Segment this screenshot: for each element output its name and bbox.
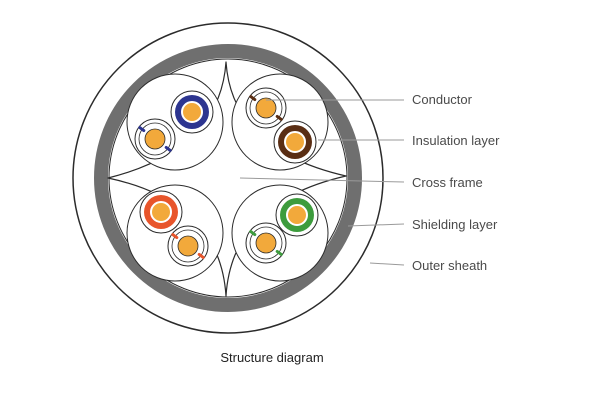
- label-conductor: Conductor: [412, 92, 473, 107]
- pair-green: [231, 184, 329, 282]
- wire-green-white-conductor: [255, 232, 277, 254]
- wire-green-stripe-mark-1: [249, 230, 257, 237]
- wire-blue-stripe-mark-2: [164, 145, 172, 152]
- wire-orange-conductor: [150, 201, 172, 223]
- wire-brown-stripe-mark-1: [249, 95, 257, 102]
- leader-cross-frame: [239, 177, 405, 183]
- wire-green-stripe-mark-2: [275, 249, 283, 256]
- leader-lines: [239, 99, 405, 266]
- diagram-caption: Structure diagram: [220, 350, 323, 365]
- wire-blue-stripe-mark-1: [138, 126, 146, 133]
- wire-brown-stripe-mark-2: [275, 114, 283, 121]
- wire-blue-conductor: [181, 101, 203, 123]
- shielding-layer-ring: [94, 44, 362, 312]
- pair-brown: [231, 73, 329, 171]
- leader-outer-sheath: [369, 262, 405, 266]
- wire-orange-stripe-mark-2: [197, 252, 205, 259]
- label-outer-sheath: Outer sheath: [412, 258, 487, 273]
- label-shielding-layer: Shielding layer: [412, 217, 498, 232]
- label-insulation-layer: Insulation layer: [412, 133, 500, 148]
- pair-orange: [126, 184, 224, 282]
- twisted-pairs: [126, 73, 329, 282]
- wire-blue-white-conductor: [144, 128, 166, 150]
- label-cross-frame: Cross frame: [412, 175, 483, 190]
- leader-shielding: [347, 223, 405, 227]
- wire-orange-stripe-mark-1: [171, 233, 179, 240]
- wire-orange-white-conductor: [177, 235, 199, 257]
- pair-blue: [126, 73, 224, 171]
- wire-brown-conductor: [284, 131, 306, 153]
- wire-brown-white-conductor: [255, 97, 277, 119]
- wire-green-conductor: [286, 204, 308, 226]
